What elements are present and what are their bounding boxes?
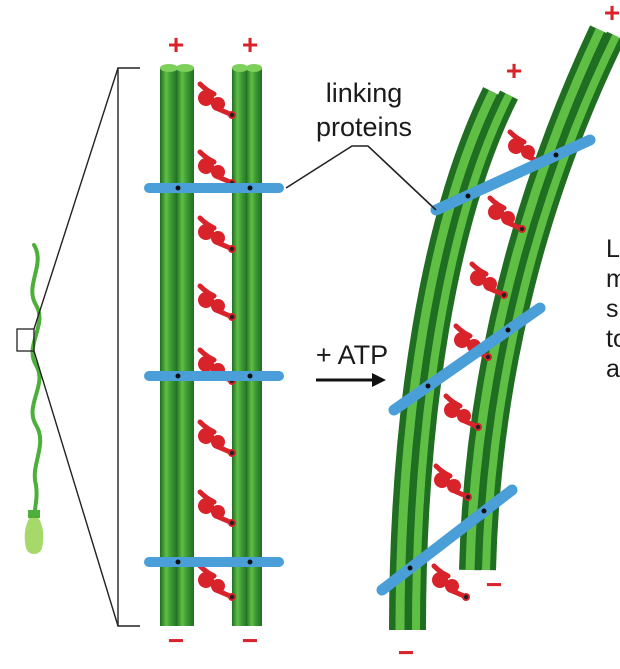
- minus-end-label: −: [398, 637, 414, 664]
- zoom-box: [16, 328, 35, 352]
- straight-microtubule-right: [232, 64, 262, 626]
- sperm-cell-icon: [16, 243, 44, 554]
- plus-end-label: +: [506, 55, 522, 86]
- bent-axoneme: [376, 25, 620, 631]
- atp-label: + ATP: [316, 340, 388, 370]
- side-text-line: ac: [606, 355, 620, 383]
- side-text-line: to: [606, 325, 620, 353]
- straight-dynein-arms: [198, 84, 236, 601]
- bent-linkers: [376, 134, 596, 596]
- zoom-lines: [33, 67, 140, 627]
- side-text-line: sl: [606, 295, 620, 323]
- straight-microtubule-left: [160, 64, 194, 626]
- plus-end-label: +: [242, 29, 258, 60]
- minus-end-label: −: [486, 569, 502, 600]
- linking-proteins-label-line2: proteins: [316, 112, 412, 142]
- straight-axoneme: [144, 64, 284, 626]
- plus-end-label: +: [168, 29, 184, 60]
- bent-microtubule-right: [459, 25, 620, 571]
- side-text-line: m: [606, 265, 620, 293]
- straight-linkers: [144, 183, 284, 567]
- bent-microtubule-left: [389, 87, 518, 631]
- minus-end-label: −: [242, 625, 258, 656]
- minus-end-label: −: [168, 625, 184, 656]
- linking-proteins-label-line1: linking: [326, 78, 403, 108]
- right-arrow-icon: [316, 373, 386, 387]
- linking-proteins-pointers: [285, 145, 437, 211]
- plus-end-label: +: [604, 0, 620, 28]
- side-text-line: Li: [606, 235, 620, 263]
